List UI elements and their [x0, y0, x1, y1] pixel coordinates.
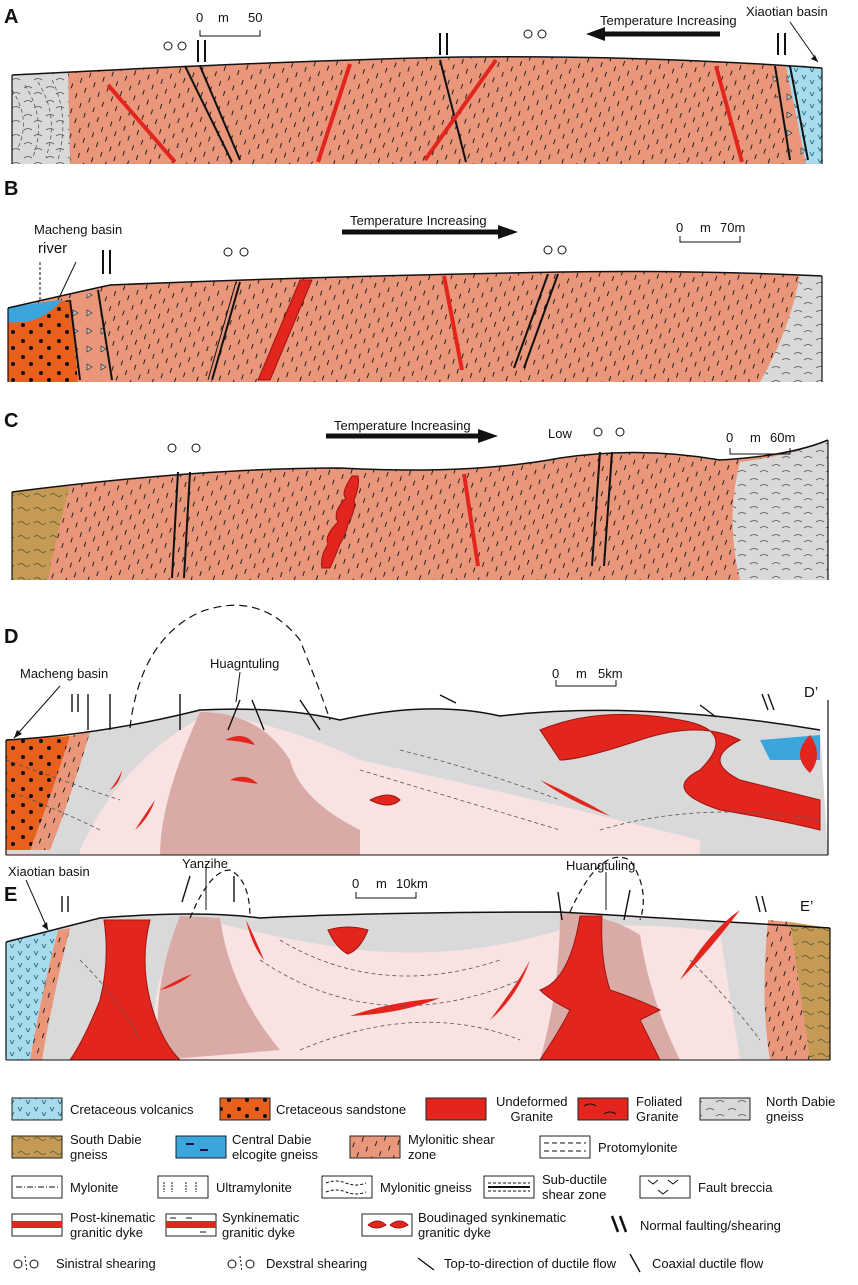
legend-foliated-granite: Foliated Granite — [636, 1094, 683, 1124]
legend-coaxial-flow: Coaxial ductile flow — [652, 1256, 764, 1271]
basin-label-a: Xiaotian basin — [746, 4, 828, 19]
legend-boudinaged-dyke: Boudinaged synkinematic granitic dyke — [418, 1210, 567, 1240]
place1-label-e: Yanzihe — [182, 856, 229, 871]
scale-e-zero: 0 — [352, 876, 360, 891]
panel-letter-d: D — [4, 626, 19, 648]
scale-c-zero: 0 — [726, 430, 734, 445]
temp-label-c: Temperature Increasing — [334, 418, 471, 433]
basin-label-d: Macheng basin — [20, 666, 109, 681]
scale-b-unit: m — [700, 220, 711, 235]
peak-label-d: Huagntuling — [210, 656, 280, 671]
panel-letter-c: C — [4, 410, 19, 432]
legend-protomylonite: Protomylonite — [598, 1140, 678, 1155]
scale-e-unit: m — [376, 876, 387, 891]
legend-mylonitic-gneiss: Mylonitic gneiss — [380, 1180, 472, 1195]
scale-c-unit: m — [750, 430, 761, 445]
legend-sub-ductile-shear-zone: Sub-ductile shear zone — [542, 1172, 608, 1202]
scale-a-zero: 0 — [196, 10, 204, 25]
scale-d-value: 5km — [598, 666, 623, 681]
panel-letter-b: B — [4, 178, 19, 200]
low-label: Low — [548, 426, 572, 441]
scale-a-unit: m — [218, 10, 229, 25]
panel-c — [11, 427, 829, 580]
scale-d-zero: 0 — [552, 666, 560, 681]
scale-d-unit: m — [576, 666, 587, 681]
place2-label-e: Huangtuling — [566, 858, 636, 873]
panel-a — [11, 21, 823, 164]
panel-letter-a: A — [4, 6, 19, 28]
panel-b — [7, 225, 823, 382]
temp-label-b: Temperature Increasing — [350, 213, 487, 228]
legend-north-dabie-gneiss: North Dabie gneiss — [766, 1094, 836, 1124]
legend-undeformed-granite: Undeformed Granite — [496, 1094, 568, 1124]
legend-post-kinematic-dyke: Post-kinematic granitic dyke — [70, 1210, 156, 1240]
legend-central-dabie: Central Dabie elcogite gneiss — [232, 1132, 318, 1162]
basin-label-e: Xiaotian basin — [8, 864, 90, 879]
legend-mylonitic-shear-zone: Mylonitic shear zone — [408, 1132, 495, 1162]
panel-letter-e: E — [4, 884, 18, 906]
scale-c-value: 60m — [770, 430, 796, 445]
scale-b-value: 70m — [720, 220, 746, 235]
panel-e — [5, 856, 831, 1061]
legend-top-to-direction: Top-to-direction of ductile flow — [444, 1256, 616, 1271]
legend-fault-breccia: Fault breccia — [698, 1180, 773, 1195]
legend-swatches — [11, 1097, 751, 1273]
legend-dexstral-shearing: Dexstral shearing — [266, 1256, 368, 1271]
panel-d — [5, 604, 829, 856]
end-label-d: D’ — [804, 684, 819, 701]
legend-cretaceous-sandstone: Cretaceous sandstone — [276, 1102, 407, 1117]
temp-label-a: Temperature Increasing — [600, 13, 737, 28]
legend-ultramylonite: Ultramylonite — [216, 1180, 292, 1195]
scale-a-value: 50 — [248, 10, 263, 25]
scale-b-zero: 0 — [676, 220, 684, 235]
legend-synkinematic-dyke: Synkinematic granitic dyke — [222, 1210, 300, 1240]
legend-south-dabie-gneiss: South Dabie gneiss — [70, 1132, 142, 1162]
legend-sinistral-shearing: Sinistral shearing — [56, 1256, 156, 1271]
basin-label-b: Macheng basin — [34, 222, 123, 237]
legend-cretaceous-volcanics: Cretaceous volcanics — [70, 1102, 194, 1117]
scale-e-value: 10km — [396, 876, 428, 891]
river-label: river — [38, 240, 68, 257]
legend-normal-faulting: Normal faulting/shearing — [640, 1218, 781, 1233]
legend-mylonite: Mylonite — [70, 1180, 119, 1195]
end-label-e: E’ — [800, 898, 814, 915]
